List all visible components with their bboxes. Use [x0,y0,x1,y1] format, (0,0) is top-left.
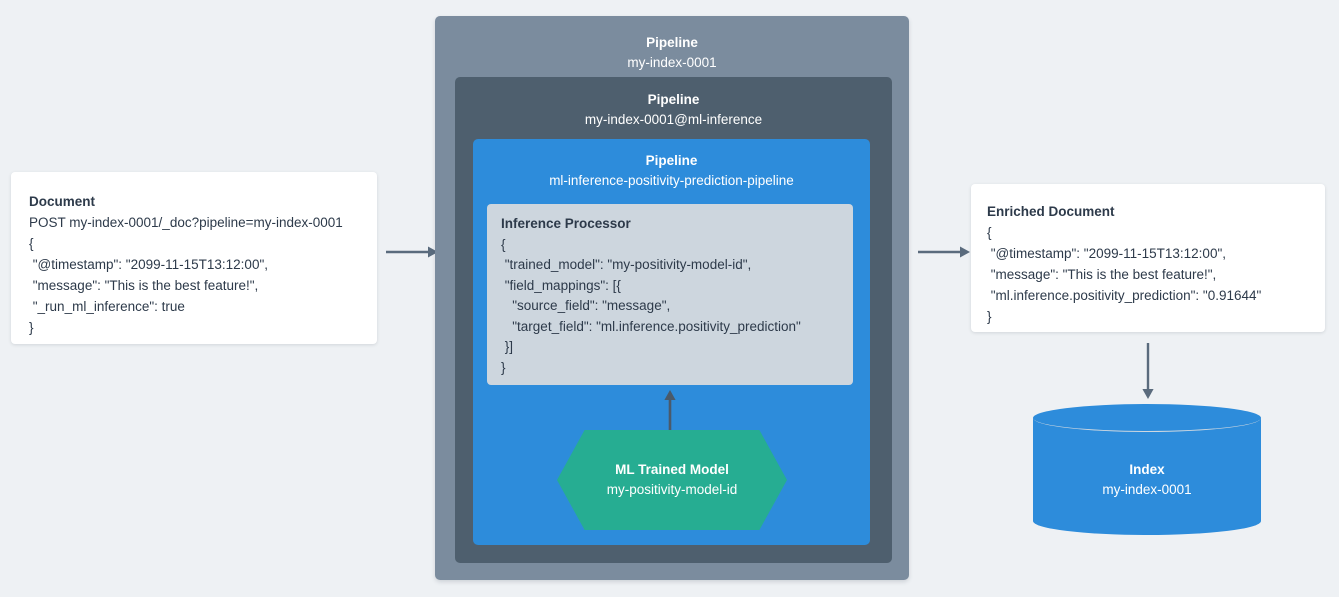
arrow-pipeline-to-enriched [918,245,970,259]
index-label: Index my-index-0001 [1033,460,1261,501]
inference-processor-line: "field_mappings": [{ [501,277,621,293]
document-line: { [29,235,34,251]
cylinder-top-ellipse [1033,404,1261,432]
inference-processor-title: Inference Processor [501,216,631,231]
document-line: "message": "This is the best feature!", [29,277,259,293]
enriched-document-card: Enriched Document { "@timestamp": "2099-… [971,184,1325,332]
pipeline-mid-name: my-index-0001@ml-inference [584,111,763,127]
ml-trained-model-hexagon: ML Trained Model my-positivity-model-id [557,430,787,530]
pipeline-mid-heading: Pipeline my-index-0001@ml-inference [455,90,892,129]
enriched-document-line: { [987,224,992,240]
pipeline-outer-name: my-index-0001 [627,54,717,70]
enriched-document-title: Enriched Document [987,204,1115,219]
index-kind: Index [1129,461,1165,477]
inference-processor-line: "target_field": "ml.inference.positivity… [501,318,801,334]
inference-processor-card: Inference Processor { "trained_model": "… [487,204,853,385]
inference-processor-line: } [501,359,506,375]
document-card: Document POST my-index-0001/_doc?pipelin… [11,172,377,344]
cylinder-body [1033,418,1261,521]
inference-processor-line: { [501,236,506,252]
pipeline-inner-kind: Pipeline [645,153,698,168]
document-line: } [29,319,34,335]
pipeline-outer-kind: Pipeline [646,35,698,50]
inference-processor-line: }] [501,339,514,355]
enriched-document-line: "ml.inference.positivity_prediction": "0… [987,287,1262,303]
pipeline-mid-kind: Pipeline [647,92,700,107]
document-line: "_run_ml_inference": true [29,298,185,314]
document-line: POST my-index-0001/_doc?pipeline=my-inde… [29,214,343,230]
arrow-enriched-to-index [1140,343,1156,399]
ml-trained-model-name: my-positivity-model-id [606,482,738,497]
pipeline-inner-heading: Pipeline ml-inference-positivity-predict… [473,151,870,190]
document-title: Document [29,194,96,209]
inference-processor-line: "trained_model": "my-positivity-model-id… [501,257,752,273]
enriched-document-line: } [987,308,992,324]
pipeline-inner-name: ml-inference-positivity-prediction-pipel… [549,172,794,188]
ml-trained-model-kind: ML Trained Model [615,461,729,477]
pipeline-outer-heading: Pipeline my-index-0001 [435,33,909,72]
index-cylinder: Index my-index-0001 [1033,404,1261,535]
document-line: "@timestamp": "2099-11-15T13:12:00", [29,256,268,272]
enriched-document-line: "@timestamp": "2099-11-15T13:12:00", [987,245,1226,261]
arrow-document-to-pipeline [386,245,438,259]
index-name: my-index-0001 [1102,481,1192,497]
inference-processor-line: "source_field": "message", [501,298,671,314]
enriched-document-line: "message": "This is the best feature!", [987,266,1217,282]
